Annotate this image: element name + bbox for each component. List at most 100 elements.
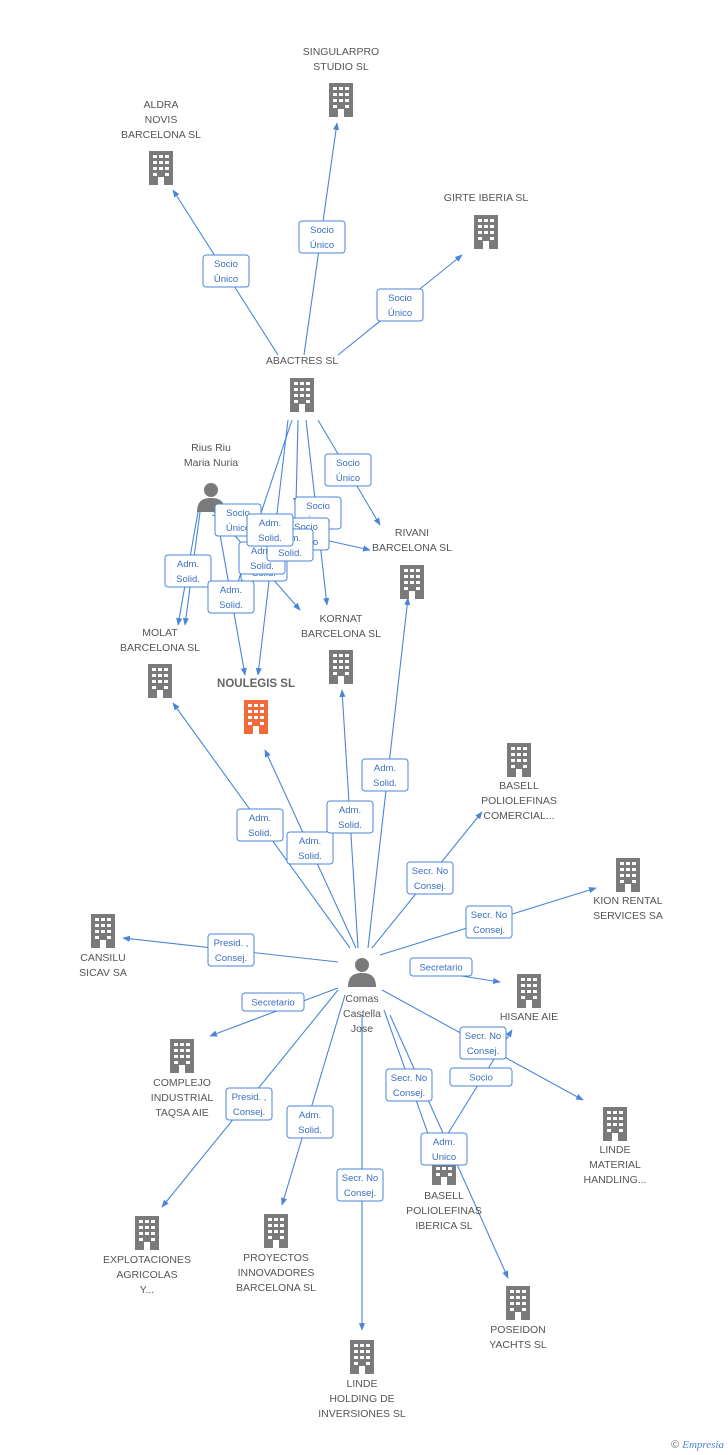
relation-label-text: Adm.	[374, 763, 396, 774]
building-icon[interactable]	[170, 1039, 194, 1073]
relation-label-text: Solid.	[258, 533, 282, 544]
relation-label-box[interactable]	[298, 220, 346, 254]
relation-label-box[interactable]	[202, 254, 250, 288]
relation-label-box[interactable]	[324, 453, 372, 487]
building-icon[interactable]	[517, 974, 541, 1008]
relation-label-box[interactable]	[409, 957, 473, 977]
relation-label[interactable]: Adm.Solid.	[361, 758, 409, 792]
relation-label-box[interactable]	[465, 905, 513, 939]
relation-label-box[interactable]	[241, 992, 305, 1012]
node-label: MATERIAL	[589, 1159, 641, 1171]
relation-label-box[interactable]	[326, 800, 374, 834]
relation-label[interactable]: Adm.Solid.	[286, 1105, 334, 1139]
building-icon[interactable]	[149, 151, 173, 185]
relation-label-box[interactable]	[459, 1026, 507, 1060]
building-icon[interactable]	[290, 378, 314, 412]
relation-label[interactable]: Adm.Solid.	[164, 554, 212, 588]
relation-label[interactable]: Secretario	[409, 957, 473, 977]
building-icon[interactable]	[329, 83, 353, 117]
relation-label-box[interactable]	[336, 1168, 384, 1202]
relation-label-text: Único	[214, 274, 238, 285]
relation-label-text: Adm.	[177, 559, 199, 570]
node-girte[interactable]: GIRTE IBERIA SL	[444, 192, 529, 249]
building-icon[interactable]	[474, 215, 498, 249]
relation-label[interactable]: Adm.Solid.	[246, 513, 294, 547]
node-label: Y...	[140, 1284, 154, 1296]
node-label: BARCELONA SL	[301, 628, 381, 640]
relation-label-box[interactable]	[420, 1132, 468, 1166]
relation-label-box[interactable]	[246, 513, 294, 547]
building-icon[interactable]	[135, 1216, 159, 1250]
relation-label-box[interactable]	[286, 1105, 334, 1139]
building-icon[interactable]	[148, 664, 172, 698]
building-icon[interactable]	[329, 650, 353, 684]
relation-label-box[interactable]	[236, 808, 284, 842]
node-label: SERVICES SA	[593, 910, 663, 922]
relation-label[interactable]: Presid. ,Consej.	[225, 1087, 273, 1121]
node-explot[interactable]: EXPLOTACIONESAGRICOLASY...	[103, 1216, 191, 1296]
relation-label-box[interactable]	[361, 758, 409, 792]
relation-label-text: Presid. ,	[232, 1092, 267, 1103]
building-icon[interactable]	[244, 700, 268, 734]
relation-label-box[interactable]	[376, 288, 424, 322]
relation-label-box[interactable]	[207, 933, 255, 967]
relation-label-box[interactable]	[164, 554, 212, 588]
relation-label[interactable]: Adm.Solid.	[236, 808, 284, 842]
building-icon[interactable]	[400, 565, 424, 599]
relation-label-box[interactable]	[449, 1067, 513, 1087]
node-linde_mat[interactable]: LINDEMATERIALHANDLING...	[583, 1107, 647, 1186]
relation-label[interactable]: Adm.Solid.	[286, 831, 334, 865]
node-hisane[interactable]: HISANE AIE	[500, 974, 558, 1023]
node-basell_com[interactable]: BASELLPOLIOLEFINASCOMERCIAL...	[481, 743, 557, 822]
relation-label-box[interactable]	[207, 580, 255, 614]
relation-label[interactable]: Adm.Solid.	[326, 800, 374, 834]
node-label: RIVANI	[395, 527, 429, 539]
relation-label[interactable]: Secretario	[241, 992, 305, 1012]
relation-label-box[interactable]	[406, 861, 454, 895]
node-label: GIRTE IBERIA SL	[444, 192, 529, 204]
relation-label-box[interactable]	[225, 1087, 273, 1121]
node-label: HISANE AIE	[500, 1011, 558, 1023]
node-noulegis[interactable]: NOULEGIS SL	[217, 678, 295, 734]
building-icon[interactable]	[91, 914, 115, 948]
building-icon[interactable]	[264, 1214, 288, 1248]
node-abactres[interactable]: ABACTRES SL	[266, 355, 339, 412]
relation-label[interactable]: Presid. ,Consej.	[207, 933, 255, 967]
relation-label-text: Socio	[310, 225, 334, 236]
person-icon[interactable]	[348, 958, 376, 987]
building-icon[interactable]	[350, 1340, 374, 1374]
relation-label[interactable]: Adm.Unico	[420, 1132, 468, 1166]
building-icon[interactable]	[506, 1286, 530, 1320]
building-icon[interactable]	[616, 858, 640, 892]
relation-label-box[interactable]	[286, 831, 334, 865]
building-icon[interactable]	[507, 743, 531, 777]
relation-label-text: Adm.	[299, 836, 321, 847]
building-icon[interactable]	[603, 1107, 627, 1141]
relation-label-box[interactable]	[385, 1068, 433, 1102]
relation-label[interactable]: Adm.Solid.	[207, 580, 255, 614]
relation-label[interactable]: Socio	[449, 1067, 513, 1087]
